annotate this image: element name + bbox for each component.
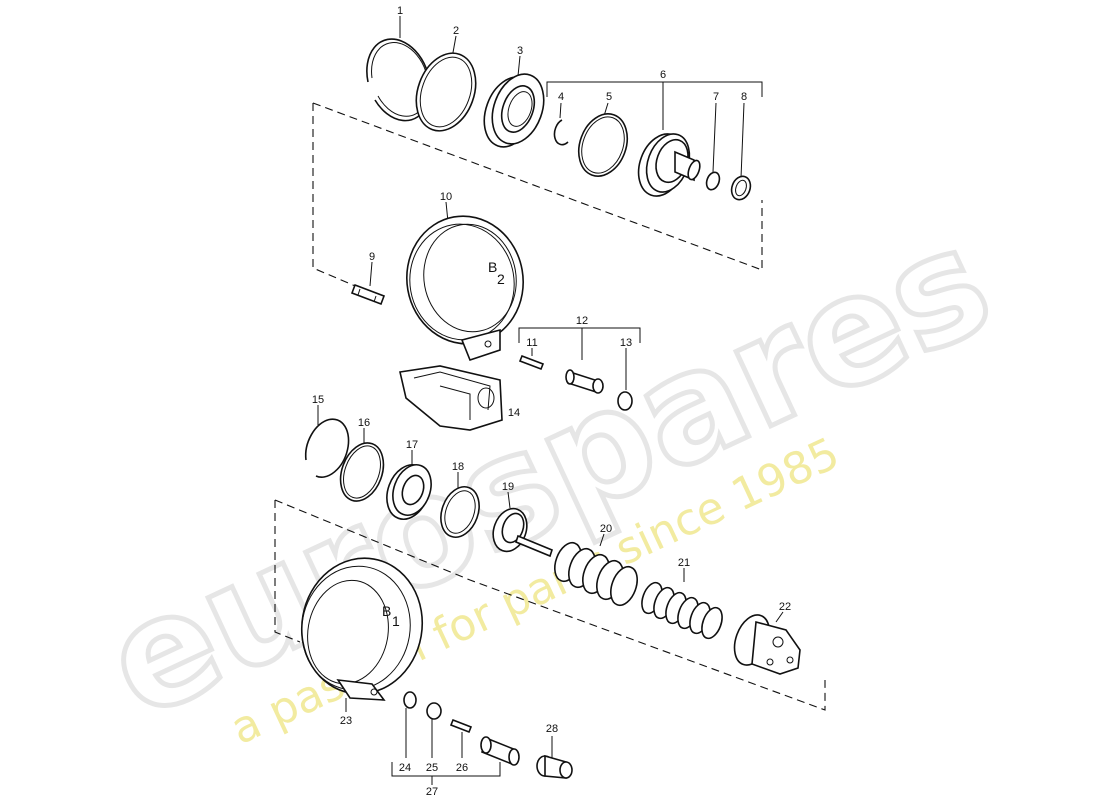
part-22-servo-cover [733, 614, 801, 675]
callout-7: 7 [713, 91, 719, 103]
callout-6: 6 [660, 69, 666, 81]
part-12-piston-rod [565, 369, 604, 394]
band-b1-index: 1 [392, 613, 400, 629]
part-5-seal-ring [577, 113, 629, 177]
part-25-o-ring [426, 702, 442, 720]
callout-17: 17 [406, 439, 418, 451]
group-brackets [391, 81, 763, 785]
callout-10: 10 [440, 191, 452, 203]
callout-18: 18 [452, 461, 464, 473]
part-24-o-ring [403, 691, 417, 709]
part-20-spring [554, 541, 638, 607]
callout-1: 1 [397, 5, 403, 17]
callout-4: 4 [558, 91, 564, 103]
callout-3: 3 [517, 45, 523, 57]
callout-23: 23 [340, 715, 352, 727]
band-b1-letter: B [382, 603, 391, 619]
part-16-seal-ring [339, 442, 385, 502]
callout-26: 26 [456, 762, 468, 774]
callout-22: 22 [779, 601, 791, 613]
callout-24: 24 [399, 762, 411, 774]
callout-2: 2 [453, 25, 459, 37]
callout-9: 9 [369, 251, 375, 263]
callout-5: 5 [606, 91, 612, 103]
part-14-servo-bracket [399, 365, 503, 431]
callout-25: 25 [426, 762, 438, 774]
part-28-screw-plug [536, 754, 573, 779]
part-19-piston-rod [492, 507, 553, 558]
part-3-piston [483, 73, 545, 148]
callout-21: 21 [678, 557, 690, 569]
part-23-brake-band-b1: B 1 [300, 557, 424, 701]
callout-28: 28 [546, 723, 558, 735]
assembly-lines [274, 102, 826, 711]
band-b2-letter: B [488, 259, 497, 275]
part-8-retaining-ring [730, 175, 752, 201]
callout-20: 20 [600, 523, 612, 535]
callout-numbers: 1 2 3 4 5 6 7 8 9 10 11 12 13 14 15 16 1… [312, 5, 791, 798]
part-11-pin [518, 354, 545, 371]
part-21-spring [641, 581, 723, 640]
part-13-seal [617, 391, 633, 411]
callout-19: 19 [502, 481, 514, 493]
watermark: eurospares a passion for parts since 198… [79, 192, 1017, 756]
callout-12: 12 [576, 315, 588, 327]
part-2-seal-ring [415, 52, 477, 132]
part-18-seal-ring [440, 486, 480, 538]
callout-14: 14 [508, 407, 520, 419]
part-26-pin [449, 718, 473, 734]
callout-13: 13 [620, 337, 632, 349]
callout-11: 11 [526, 337, 537, 349]
part-9-anchor-pin [350, 283, 386, 306]
part-15-snap-ring [304, 418, 350, 478]
band-b2-index: 2 [497, 271, 505, 287]
part-6-piston-assembly [637, 133, 701, 197]
callout-15: 15 [312, 394, 324, 406]
part-27-valve [480, 736, 520, 766]
part-10-brake-band-b2: B 2 [406, 215, 524, 361]
part-17-piston [386, 464, 432, 520]
part-4-circlip [553, 119, 569, 146]
callout-27: 27 [426, 786, 438, 798]
callout-8: 8 [741, 91, 747, 103]
part-7-o-ring [705, 171, 721, 191]
watermark-brand: eurospares [82, 194, 1015, 753]
callout-16: 16 [358, 417, 370, 429]
